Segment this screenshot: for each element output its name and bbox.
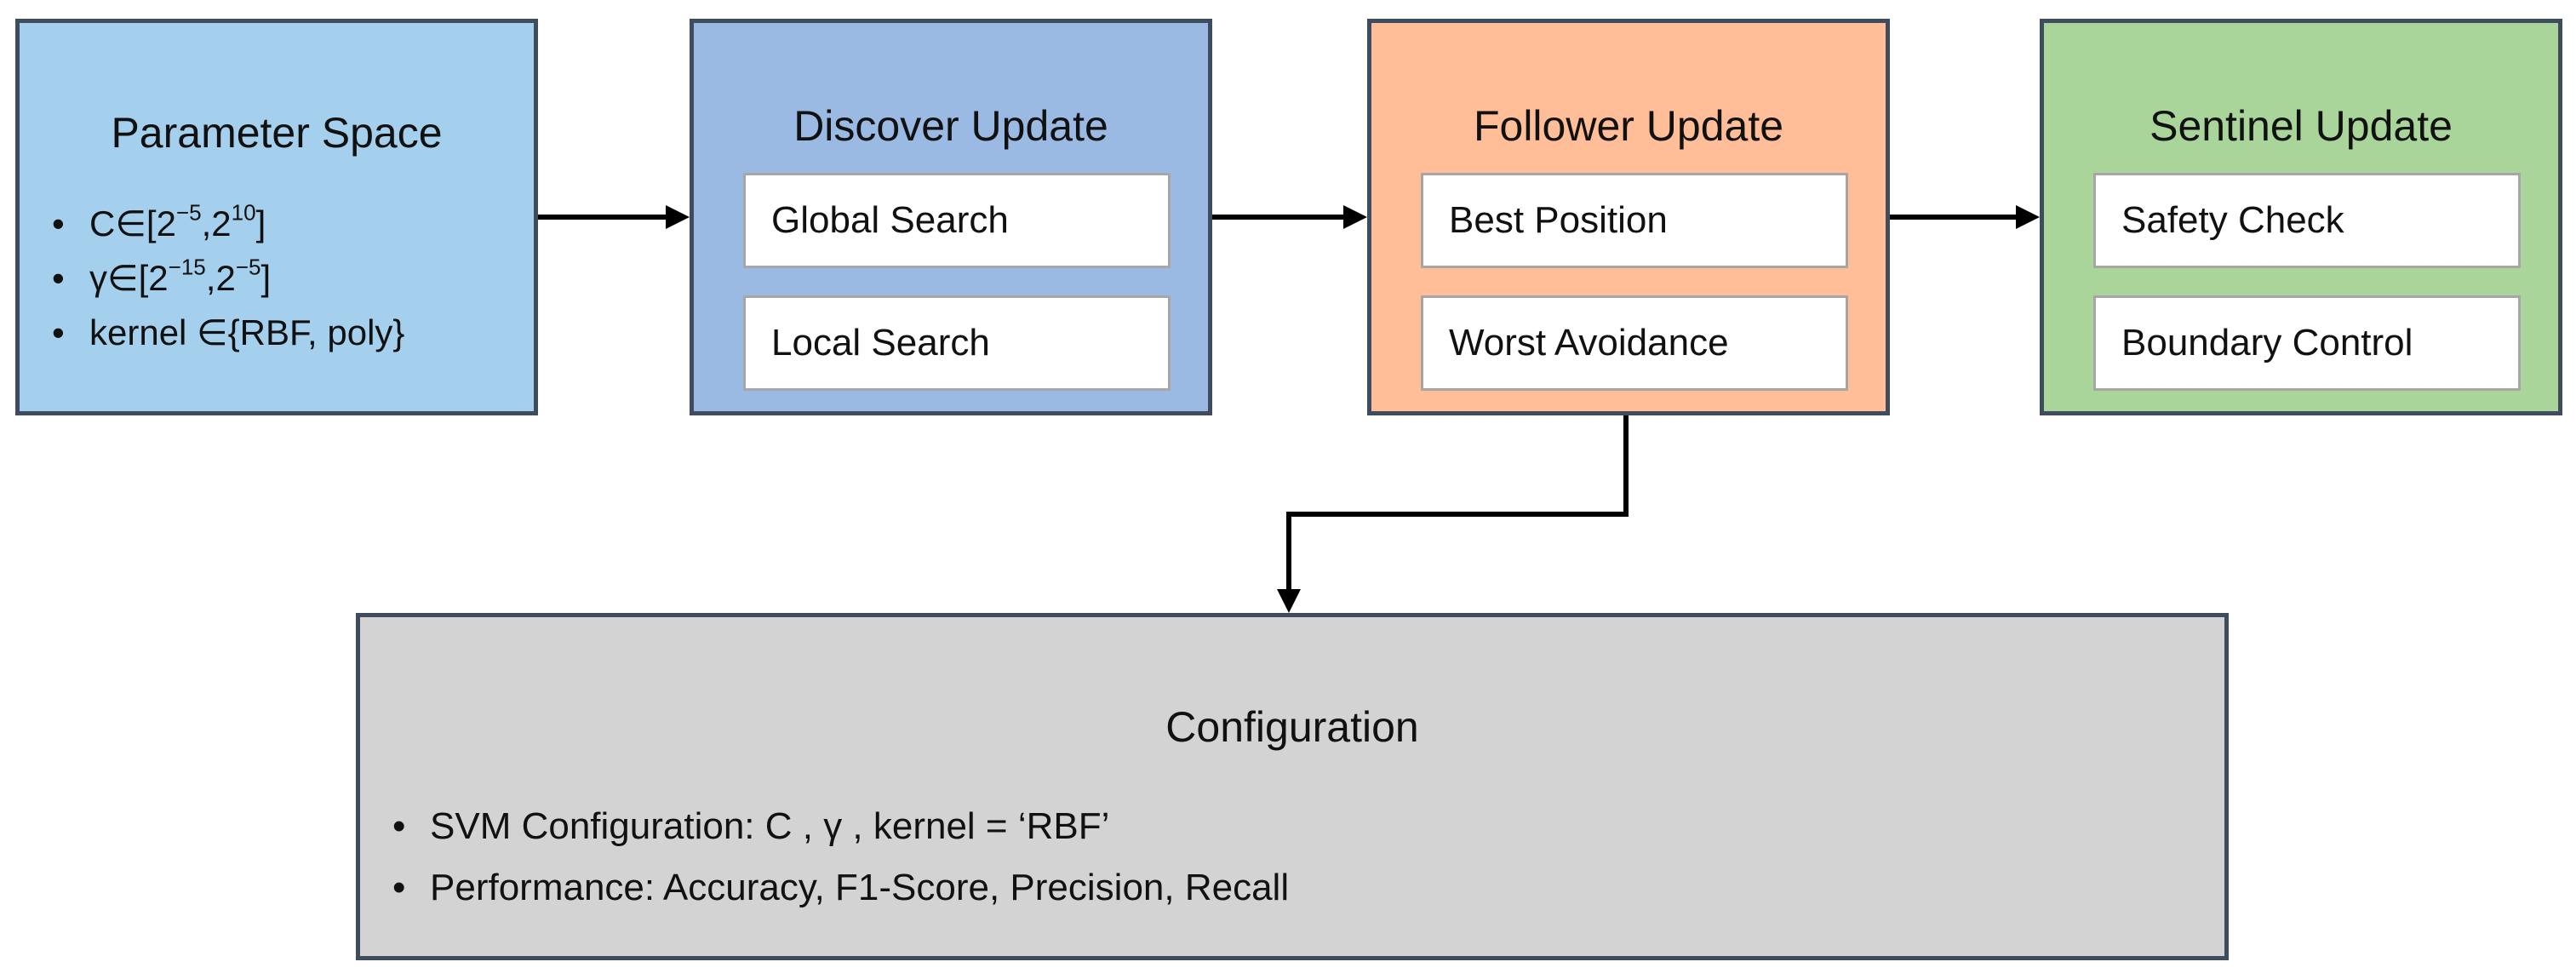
worst-avoidance-step: Worst Avoidance [1421,295,1848,391]
sentinel-update-box: Sentinel Update Safety Check Boundary Co… [2040,19,2562,415]
local-search-step: Local Search [743,295,1171,391]
svm-configuration-item: SVM Configuration: C , γ , kernel = ‘RBF… [377,796,1289,857]
discover-update-box: Discover Update Global Search Local Sear… [690,19,1212,415]
discover-update-title: Discover Update [793,102,1108,150]
parameter-kernel-options: kernel ∈{RBF, poly} [37,306,404,360]
performance-metrics-item: Performance: Accuracy, F1-Score, Precisi… [377,857,1289,919]
follower-update-box: Follower Update Best Position Worst Avoi… [1367,19,1890,415]
arrowhead-params-to-discover [666,205,690,229]
parameter-space-box: Parameter Space C∈[2−5,210] γ∈[2−15,2−5]… [15,19,538,415]
configuration-box: Configuration SVM Configuration: C , γ ,… [356,613,2229,960]
arrow-follower-to-configuration [1286,415,1629,591]
parameter-gamma-range: γ∈[2−15,2−5] [37,251,404,306]
arrowhead-follower-to-configuration [1277,589,1301,613]
configuration-list: SVM Configuration: C , γ , kernel = ‘RBF… [377,796,1289,919]
parameter-c-range: C∈[2−5,210] [37,197,404,251]
safety-check-step: Safety Check [2093,173,2521,268]
parameter-space-list: C∈[2−5,210] γ∈[2−15,2−5] kernel ∈{RBF, p… [37,197,404,360]
sentinel-update-title: Sentinel Update [2150,102,2453,150]
arrowhead-follower-to-sentinel [2016,205,2040,229]
best-position-step: Best Position [1421,173,1848,268]
parameter-space-title: Parameter Space [111,109,443,157]
global-search-step: Global Search [743,173,1171,268]
configuration-title: Configuration [1165,703,1419,751]
arrowhead-discover-to-follower [1343,205,1367,229]
follower-update-title: Follower Update [1473,102,1784,150]
boundary-control-step: Boundary Control [2093,295,2521,391]
